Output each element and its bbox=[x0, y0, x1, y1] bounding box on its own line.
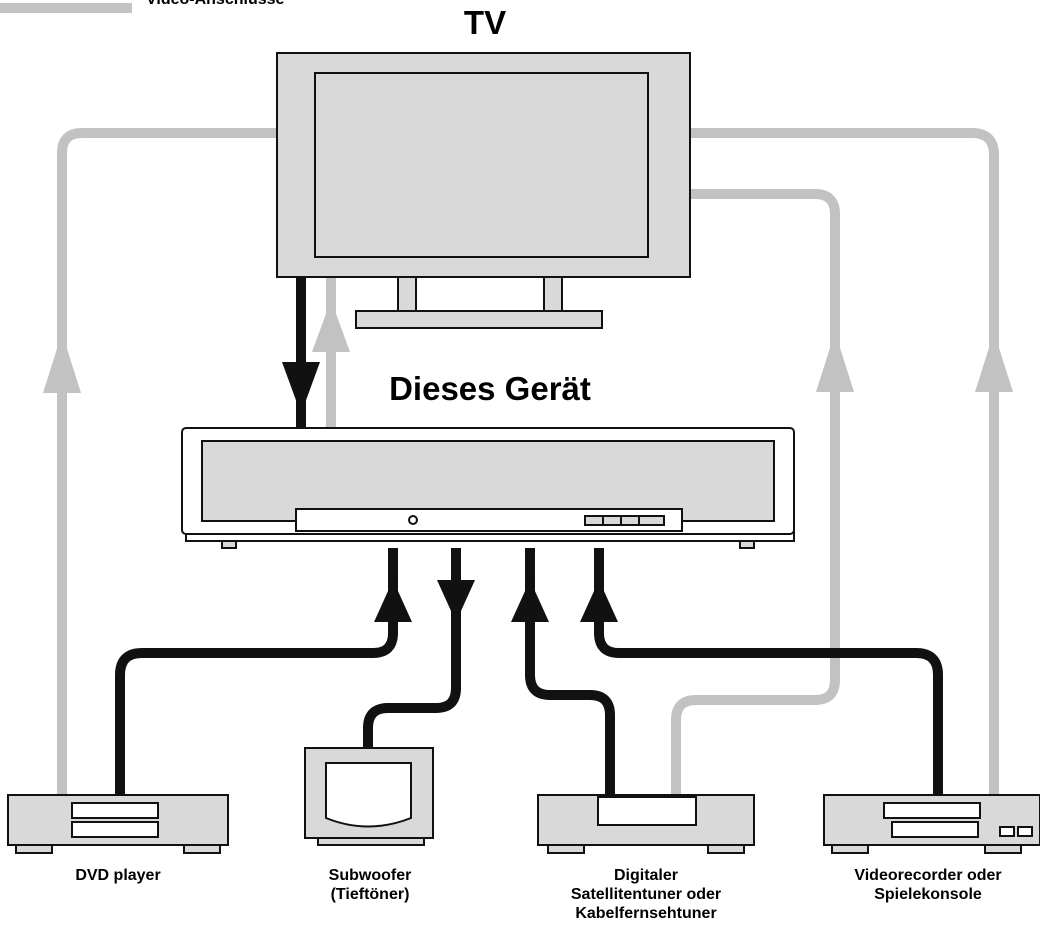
unit-title: Dieses Gerät bbox=[389, 370, 591, 407]
video-line-dvd bbox=[57, 128, 277, 795]
audio-line-dvd bbox=[115, 548, 398, 795]
audio-arrow-subwoofer bbox=[437, 580, 475, 622]
audio-connections bbox=[115, 278, 943, 795]
audio-arrow-vcr bbox=[580, 580, 618, 622]
audio-line-sat bbox=[525, 548, 615, 795]
unit-front-panel bbox=[201, 440, 775, 522]
dvd-tray-1 bbox=[71, 802, 159, 819]
video-connections bbox=[57, 128, 999, 795]
sat-display bbox=[597, 796, 697, 826]
video-line-vcr bbox=[690, 128, 999, 795]
video-arrow-dvd bbox=[43, 333, 81, 393]
unit-button-1 bbox=[584, 515, 604, 526]
legend-video-label: Video-Anschlüsse bbox=[146, 0, 284, 10]
audio-line-subwoofer bbox=[363, 548, 461, 748]
unit-power-led bbox=[408, 515, 418, 525]
vcr-label-line-2: Spielekonsole bbox=[874, 886, 982, 903]
audio-arrows bbox=[282, 362, 618, 622]
sat-tuner-illustration bbox=[537, 794, 755, 854]
audio-line-vcr bbox=[594, 548, 943, 795]
audio-arrow-tv-to-unit bbox=[282, 362, 320, 414]
legend-video-swatch bbox=[0, 3, 132, 13]
sat-label-line-1: Digitaler bbox=[613, 867, 678, 884]
video-arrows bbox=[43, 300, 1013, 393]
video-arrow-vcr bbox=[975, 332, 1013, 392]
audio-arrow-dvd bbox=[374, 580, 412, 622]
vcr-illustration bbox=[823, 794, 1040, 854]
vcr-button-1 bbox=[999, 826, 1015, 837]
tv-stand-neck-left bbox=[397, 275, 417, 313]
audio-arrow-sat bbox=[511, 580, 549, 622]
vcr-label-line-1: Videorecorder oder bbox=[854, 867, 1002, 884]
sat-label-line-2: Satellitentuner oder bbox=[570, 886, 722, 903]
unit-button-3 bbox=[620, 515, 640, 526]
video-arrow-sat bbox=[816, 332, 854, 392]
vcr-slot-1 bbox=[883, 802, 981, 819]
tv-title: TV bbox=[463, 4, 507, 41]
tv-illustration bbox=[276, 52, 691, 329]
video-arrow-unit-to-tv bbox=[312, 300, 350, 352]
tv-stand-base bbox=[355, 310, 603, 329]
dvd-tray-2 bbox=[71, 821, 159, 838]
unit-button-4 bbox=[638, 515, 665, 526]
tv-screen bbox=[314, 72, 649, 258]
dvd-player-illustration bbox=[7, 794, 229, 854]
subwoofer-illustration bbox=[304, 747, 434, 846]
vcr-slot-2 bbox=[891, 821, 979, 838]
unit-illustration bbox=[181, 427, 795, 549]
unit-button-2 bbox=[602, 515, 622, 526]
vcr-button-2 bbox=[1017, 826, 1033, 837]
tv-stand-neck-right bbox=[543, 275, 563, 313]
video-line-sat bbox=[671, 189, 840, 795]
sat-label-line-3: Kabelfernsehtuner bbox=[575, 905, 717, 922]
subwoofer-driver bbox=[325, 762, 412, 828]
subwoofer-label-line-1: Subwoofer bbox=[328, 867, 412, 884]
subwoofer-label-line-2: (Tieftöner) bbox=[330, 886, 410, 903]
dvd-label: DVD player bbox=[75, 867, 161, 884]
